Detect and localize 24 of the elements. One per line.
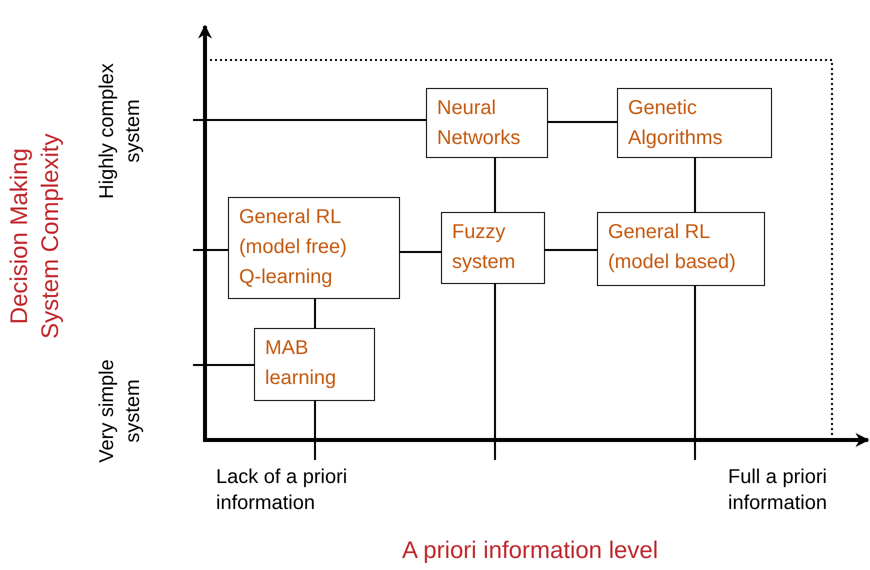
connector-line [494, 158, 496, 212]
connector-line [694, 158, 696, 212]
connector-line [205, 249, 228, 251]
method-box: Fuzzy system [441, 212, 545, 284]
tick-label: Full a priori information [728, 465, 828, 516]
connector-line [205, 119, 426, 121]
axis-title: Decision Making System Complexity [4, 132, 65, 341]
tick-label: Lack of a priori information [216, 465, 348, 516]
connector-line [314, 401, 316, 460]
method-box: Genetic Algorithms [617, 88, 772, 158]
tick-label: Very simple system [95, 358, 145, 465]
connector-line [494, 284, 496, 460]
connector-line [205, 364, 254, 366]
method-box: General RL (model free) Q-learning [228, 197, 400, 299]
connector-line [545, 249, 597, 251]
connector-line [548, 121, 617, 123]
connector-line [694, 286, 696, 460]
tick-label: Highly complex system [95, 62, 145, 201]
connector-line [400, 251, 441, 253]
method-box: Neural Networks [426, 88, 548, 158]
connector-line [314, 299, 316, 328]
axis-title: A priori information level [400, 536, 660, 566]
method-box: MAB learning [254, 328, 375, 401]
method-box: General RL (model based) [597, 212, 765, 286]
